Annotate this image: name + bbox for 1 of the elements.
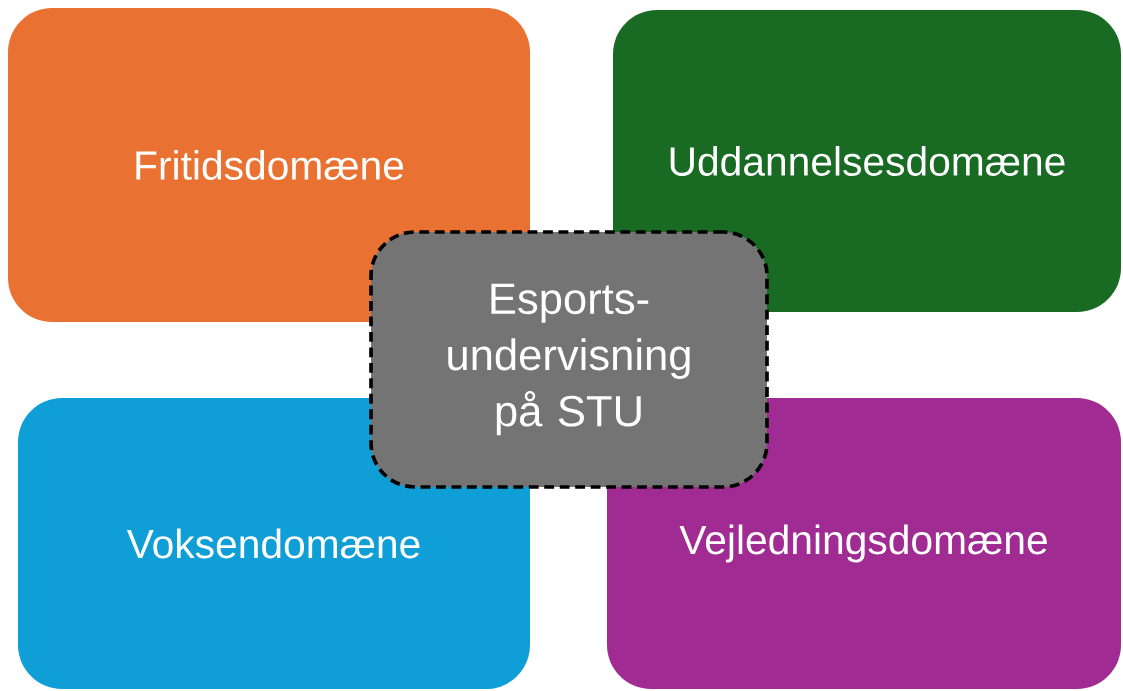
center-box: Esports-undervisning på STU [369,230,769,489]
